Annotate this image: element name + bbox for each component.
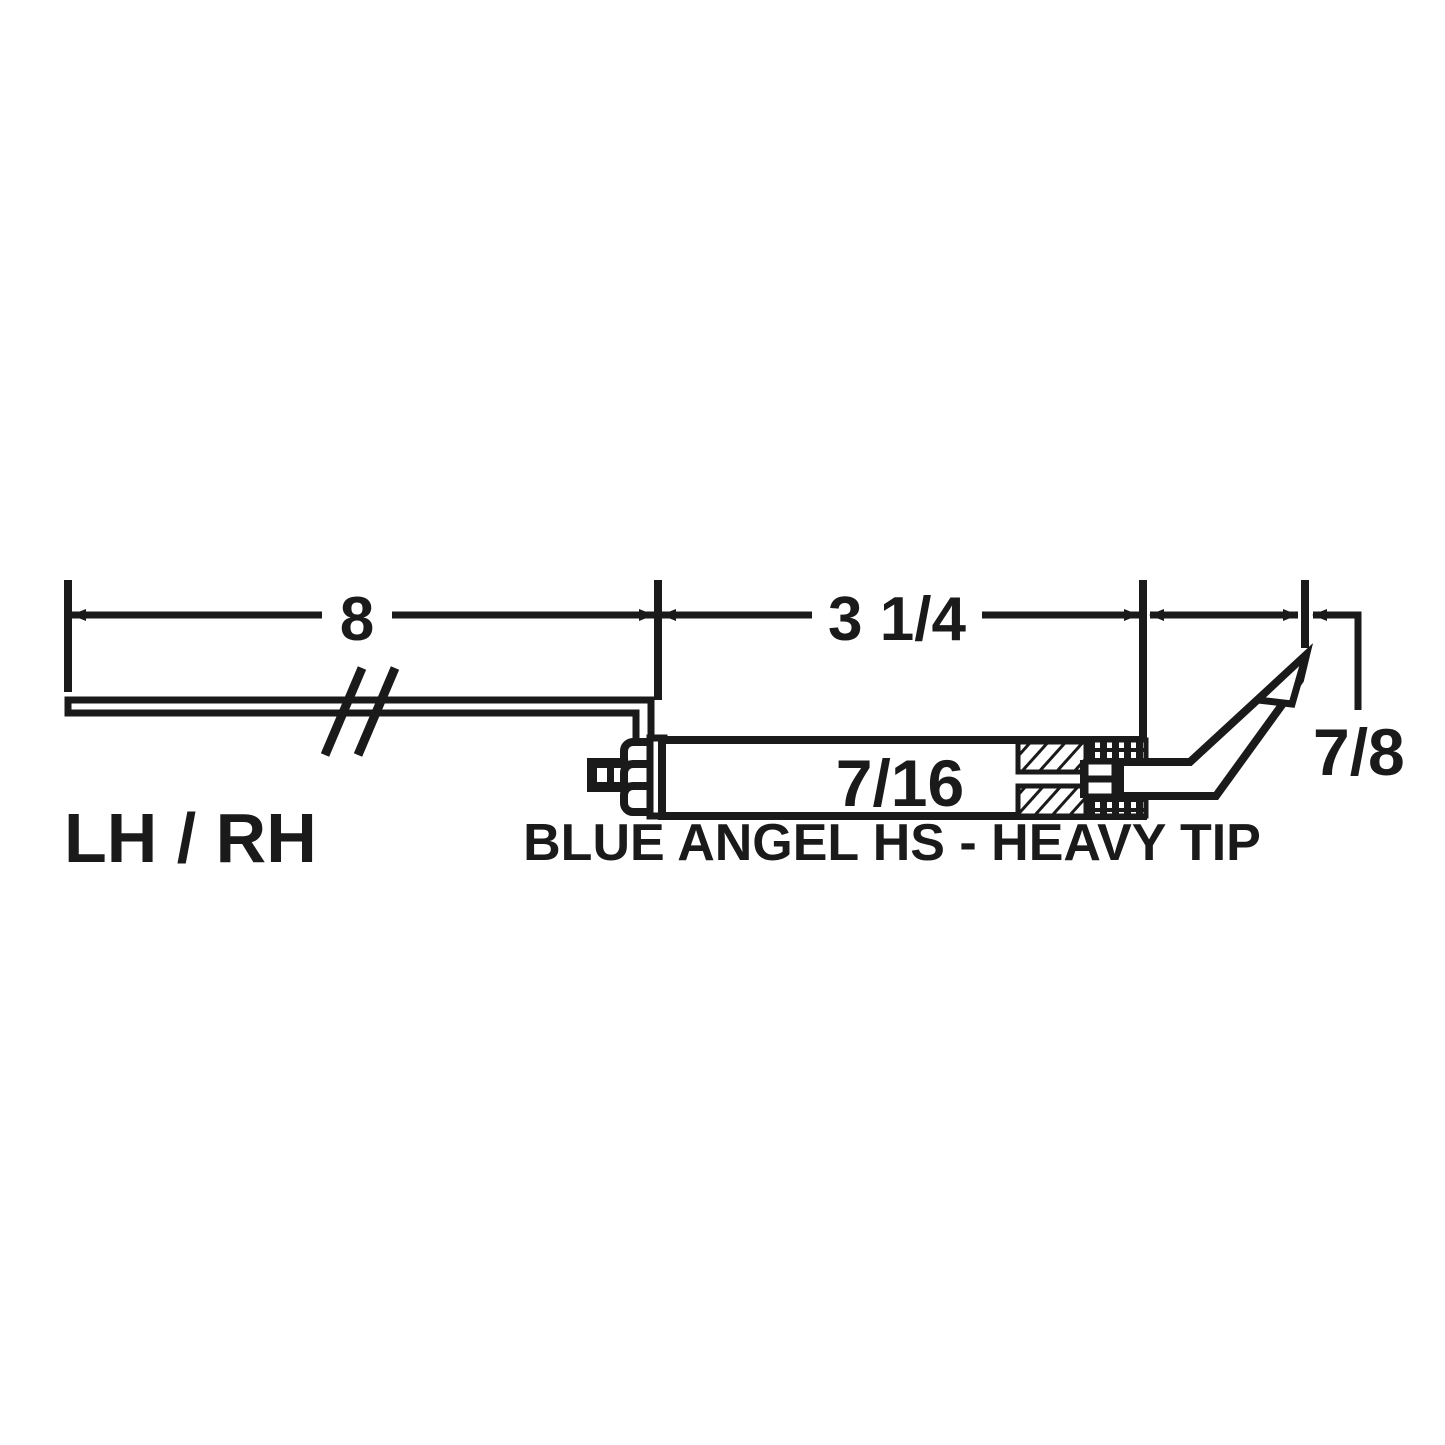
contact-clip-window-2 [614, 768, 624, 782]
dimension-label-7-16: 7/16 [836, 746, 964, 820]
lead-wire-group [64, 666, 655, 804]
break-symbol-slash-1 [320, 666, 367, 757]
electrode-tip-group [1116, 643, 1313, 800]
dimension-label-3-1-4: 3 1/4 [828, 585, 966, 654]
electrode-tip-rod [1116, 643, 1313, 800]
seal-hatch-upper [1015, 739, 1093, 775]
product-label: BLUE ANGEL HS - HEAVY TIP [523, 814, 1261, 872]
seal-hatch-lower [1015, 783, 1093, 819]
terminal-nut-group [587, 734, 668, 820]
gland-bar-upper [1083, 759, 1117, 781]
dimension-lines-group [64, 580, 1362, 742]
dimension-label-7-8: 7/8 [1313, 715, 1405, 789]
gland-bar-lower [1083, 777, 1117, 799]
orientation-label: LH / RH [64, 799, 317, 877]
dimension-label-8: 8 [340, 585, 374, 654]
break-symbol-slash-2 [353, 666, 400, 757]
leader-line-7-8 [1312, 609, 1362, 710]
contact-clip-window-1 [597, 768, 607, 782]
seal-gland-group [1015, 737, 1149, 819]
electrode-tip-bevel [1250, 643, 1313, 708]
